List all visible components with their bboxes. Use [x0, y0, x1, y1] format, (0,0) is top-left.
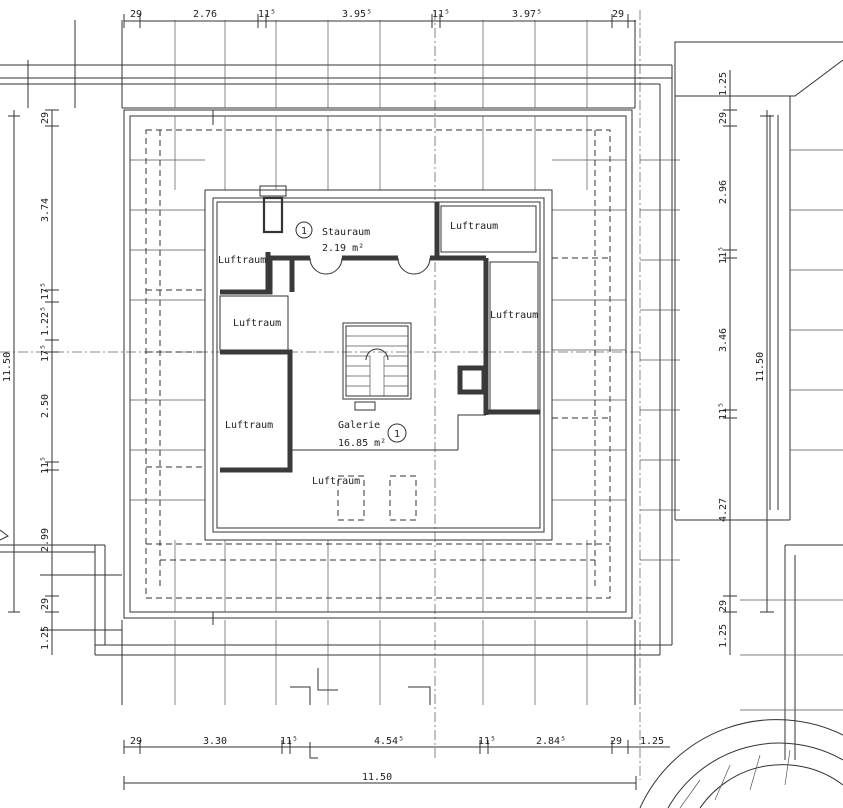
dim-top-4: 3.95⁵	[342, 9, 372, 20]
dim-bottom-3: 11⁵	[280, 736, 298, 747]
stauraum-marker: 1	[301, 226, 307, 237]
attic-floor	[204, 185, 553, 541]
dim-right-8: 29	[718, 600, 729, 612]
dim-top-2: 2.76	[193, 9, 217, 20]
dim-top-5: 11⁵	[432, 9, 450, 20]
dimension-right: 1.25 29 2.96 11⁵ 3.46 11⁵ 4.27 29 1.25 1…	[718, 70, 774, 655]
rafters-top	[0, 20, 672, 109]
luftraum-label: Luftraum	[233, 318, 281, 329]
dim-left-4: 1.22⁵	[40, 306, 51, 336]
roof-outline	[123, 109, 633, 619]
dim-bottom-4: 4.54⁵	[374, 736, 404, 747]
dim-left-3: 17⁵	[40, 282, 51, 300]
dim-top-3: 11⁵	[258, 9, 276, 20]
dim-right-6: 11⁵	[718, 402, 729, 420]
dim-left-total: 11.50	[2, 352, 13, 382]
dim-left-9: 29	[40, 598, 51, 610]
dim-left-8: 2.99	[40, 528, 51, 552]
dimension-left: 29 3.74 17⁵ 1.22⁵ 17⁵ 2.50 11⁵ 2.99 29 1…	[2, 109, 59, 655]
dim-top-6: 3.97⁵	[512, 9, 542, 20]
dim-top-1: 29	[130, 9, 142, 20]
dim-left-1: 29	[40, 112, 51, 124]
dim-right-3: 2.96	[718, 180, 729, 204]
luftraum-label: Luftraum	[218, 255, 266, 266]
dim-bottom-6: 2.84⁵	[536, 736, 566, 747]
dimension-top: 29 2.76 11⁵ 3.95⁵ 11⁵ 3.97⁵ 29	[123, 9, 636, 28]
dim-right-4: 11⁵	[718, 246, 729, 264]
stauraum-area: 2.19 m²	[322, 243, 364, 254]
dim-bottom-1: 29	[130, 736, 142, 747]
galerie-label: Galerie	[338, 420, 380, 431]
dim-bottom-5: 11⁵	[478, 736, 496, 747]
dim-right-1: 1.25	[718, 72, 729, 96]
stauraum-label: Stauraum	[322, 227, 370, 238]
dim-left-5: 17⁵	[40, 344, 51, 362]
rafters-sides	[0, 65, 680, 655]
edge-marks	[0, 529, 9, 541]
dim-left-10: 1.25	[40, 626, 51, 650]
axis-lines	[0, 10, 641, 780]
dim-right-7: 4.27	[718, 498, 729, 522]
dim-left-7: 11⁵	[40, 456, 51, 474]
luftraum-label: Luftraum	[225, 420, 273, 431]
dimension-bottom: 29 3.30 11⁵ 4.54⁵ 11⁵ 2.84⁵ 29 1.25 11.5…	[123, 736, 670, 790]
neighbour-building	[639, 41, 843, 808]
dim-top-7: 29	[612, 9, 624, 20]
galerie-area: 16.85 m²	[338, 438, 386, 449]
room-labels: 1 Stauraum 2.19 m² 1 Galerie 16.85 m² Lu…	[218, 221, 538, 487]
luftraum-label: Luftraum	[490, 310, 538, 321]
dim-right-total: 11.50	[755, 352, 766, 382]
rafters-inner	[130, 110, 626, 625]
dim-right-9: 1.25	[718, 624, 729, 648]
dim-right-5: 3.46	[718, 328, 729, 352]
galerie-marker: 1	[394, 429, 400, 440]
rafters-bottom	[95, 620, 672, 705]
luftraum-label: Luftraum	[312, 476, 360, 487]
dim-bottom-7: 29	[610, 736, 622, 747]
dim-bottom-total: 11.50	[362, 772, 392, 783]
dim-left-2: 3.74	[40, 198, 51, 222]
luftraum-label: Luftraum	[450, 221, 498, 232]
dim-bottom-8: 1.25	[640, 736, 664, 747]
dim-right-2: 29	[718, 112, 729, 124]
dim-bottom-2: 3.30	[203, 736, 227, 747]
dim-left-6: 2.50	[40, 394, 51, 418]
